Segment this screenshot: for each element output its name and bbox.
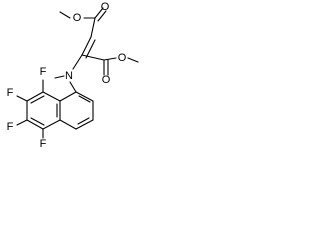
bond-c1-n (72, 54, 83, 70)
ring-a-5 (42, 119, 61, 130)
bond-c3-c2 (90, 17, 96, 38)
ring-b-4 (59, 119, 77, 130)
bond-n-me (54, 75, 65, 79)
bond-oester2-me (127, 57, 139, 63)
ring-a-4 (26, 119, 44, 130)
ring-b-6 (59, 91, 77, 102)
ring-a-1 (42, 91, 61, 102)
ring-a-db-2 (30, 117, 45, 126)
bond-c2-c1-b (85, 39, 96, 59)
ring-b-db-1 (78, 95, 91, 103)
atom-f-4: F (40, 138, 47, 150)
atom-o-carbonyl-top: O (101, 1, 110, 13)
bond-c-f2 (16, 95, 28, 102)
bond-c3-otop-b (97, 10, 107, 22)
bond-oester-me (59, 11, 71, 19)
bond-c2-c1-a (81, 36, 92, 56)
structure-canvas: O O O O N F F F F (0, 0, 143, 150)
ring-b-3 (75, 119, 94, 130)
atom-f-3: F (7, 121, 14, 133)
ring-b-db-2 (77, 117, 90, 125)
atom-f-1: F (40, 66, 47, 78)
atom-n-amine: N (65, 70, 73, 82)
ring-b-1 (75, 91, 94, 102)
bond-c4-oester (103, 57, 117, 61)
ring-a-db-1 (30, 95, 45, 104)
bond-c1-c4 (81, 54, 105, 61)
ring-a-2 (26, 91, 44, 102)
bond-c-f3 (16, 119, 28, 126)
atom-o-carbonyl-right: O (102, 74, 111, 86)
bond-n-ar (69, 81, 77, 93)
atom-f-2: F (7, 87, 14, 99)
chemical-structure-diagram: O O O O N F F F F (7, 1, 139, 150)
atom-o-ester-left: O (73, 12, 82, 24)
atom-o-ester-right: O (118, 52, 127, 64)
bond-c3-otop-a (94, 7, 104, 19)
